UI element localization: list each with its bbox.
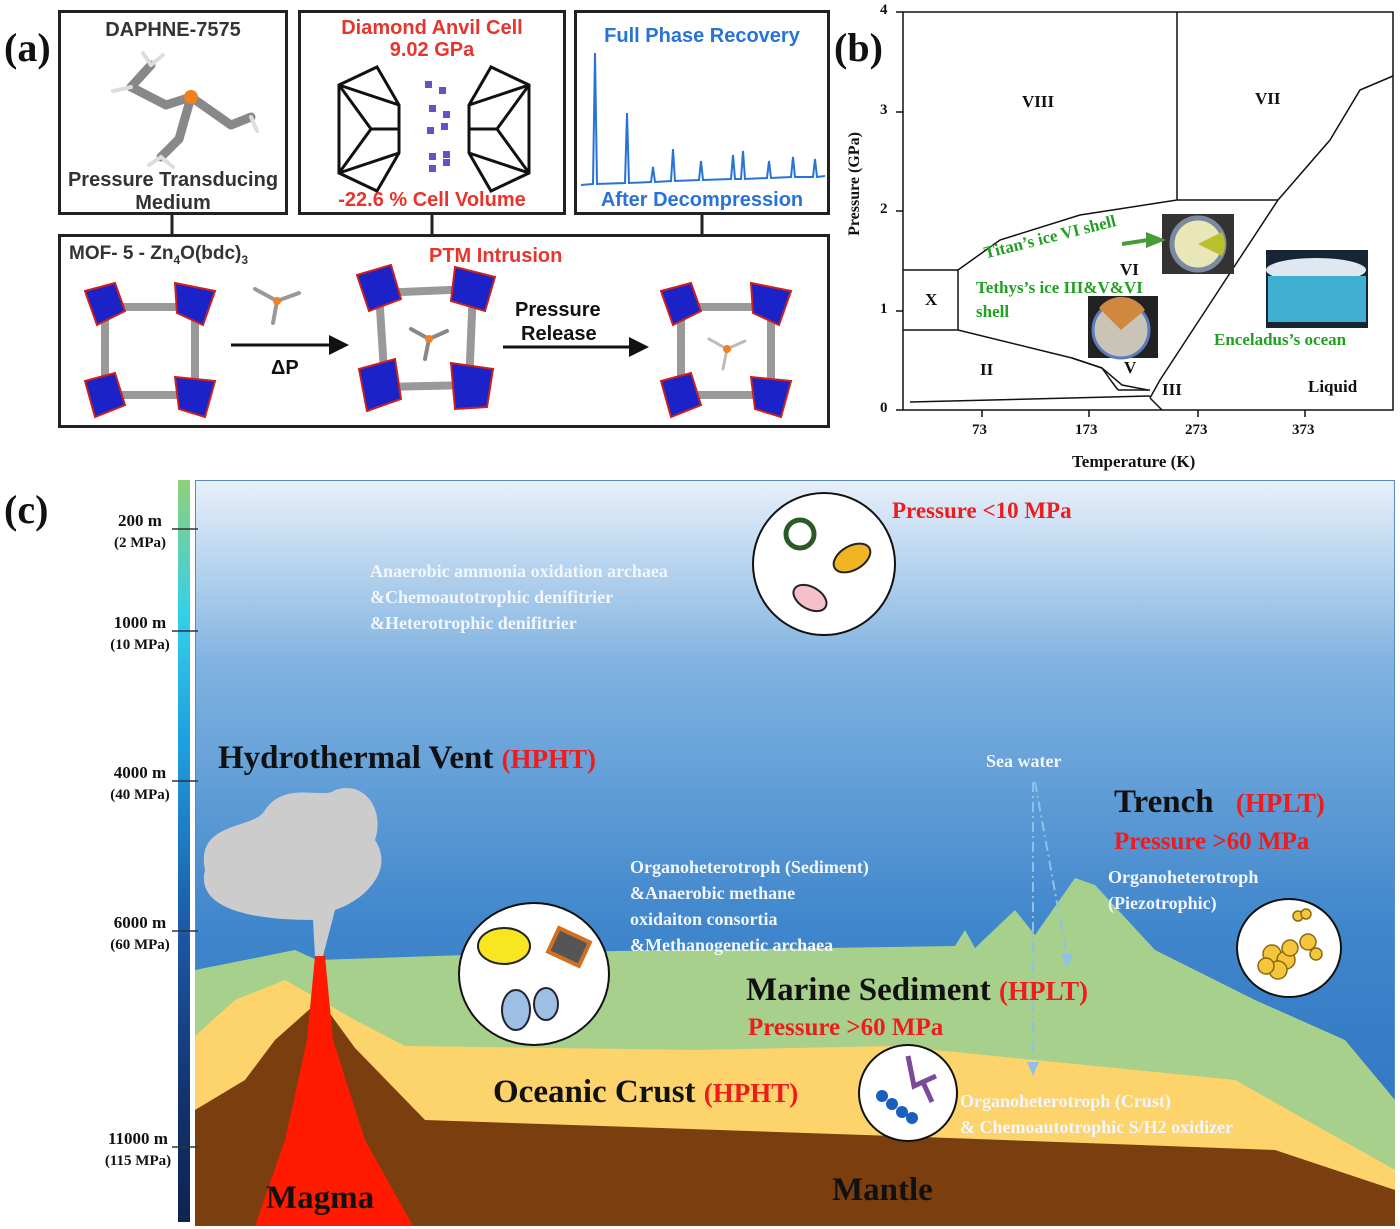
microbe-bubble-sediment — [458, 902, 610, 1046]
surface-microbe-3: &Heterotrophic denifitrier — [370, 613, 577, 633]
phase-x: X — [925, 290, 938, 309]
magma-label: Magma — [266, 1180, 375, 1216]
pressure-arrow — [231, 335, 349, 355]
diffraction-pattern — [581, 52, 825, 186]
oceanic-crust-title: Oceanic Crust (HPHT) — [493, 1074, 799, 1110]
y-tick-0: 0 — [880, 400, 888, 416]
microbe-bubble-surface — [752, 492, 896, 636]
crust-microbe-1: Organoheterotroph (Crust) — [960, 1091, 1171, 1111]
depth-tick-lines — [172, 528, 198, 1148]
dac-title-line2: 9.02 GPa — [389, 39, 475, 61]
surface-microbe-1: Anaerobic ammonia oxidation archaea — [370, 561, 668, 581]
pressure-release-label-line2: Release — [521, 323, 597, 345]
sediment-microbe-3: oxidaiton consortia — [630, 909, 778, 929]
phase-vi: VI — [1120, 260, 1139, 279]
ptm-intrusion-label: PTM Intrusion — [429, 245, 563, 267]
trench-microbe-1: Organoheterotroph — [1108, 867, 1259, 887]
phase-recovery-caption: After Decompression — [600, 189, 804, 211]
phase-recovery-title: Full Phase Recovery — [604, 25, 800, 47]
y-tick-2: 2 — [880, 201, 888, 217]
y-tick-1: 1 — [880, 301, 888, 317]
delta-p-label: ΔP — [271, 357, 299, 379]
x-tick-73: 73 — [972, 422, 987, 438]
mof-formula: MOF- 5 - Zn4O(bdc)3 — [69, 243, 249, 267]
diamond-anvil-box: Diamond Anvil Cell 9.02 GPa -22.6 % Cell… — [298, 10, 566, 215]
mof-framework-intruded — [355, 263, 497, 413]
crust-microbe-2: & Chemoautotrophic S/H2 oxidizer — [960, 1117, 1234, 1137]
panel-a-label: (a) — [4, 25, 51, 70]
microbe-bubble-trench — [1236, 898, 1342, 998]
mof-framework-empty — [83, 281, 217, 419]
phase-recovery-box: Full Phase Recovery After Decompression — [574, 10, 830, 215]
phase-viii: VIII — [1022, 92, 1055, 111]
mantle-layer — [195, 1000, 1395, 1226]
surface-pressure: Pressure <10 MPa — [892, 498, 1072, 523]
x-tick-173: 173 — [1075, 422, 1098, 438]
phase-iii: III — [1162, 380, 1182, 399]
phase-v: V — [1124, 358, 1137, 377]
marine-sediment-title: Marine Sediment (HPLT) — [746, 972, 1088, 1008]
mantle-label: Mantle — [832, 1172, 933, 1208]
ptm-molecule-small — [253, 287, 301, 325]
tethys-annotation-line2: shell — [976, 302, 1010, 321]
depth-11000: 11000 m(115 MPa) — [104, 1129, 172, 1169]
release-arrow — [503, 337, 649, 357]
trench-microbe-2: (Piezotrophic) — [1108, 893, 1217, 913]
magma-plume — [255, 956, 413, 1226]
phase-liquid: Liquid — [1308, 377, 1358, 396]
sediment-microbe-2: &Anaerobic methane — [630, 883, 796, 903]
trench-pressure: Pressure >60 MPa — [1114, 828, 1310, 855]
daphne-molecule-image — [111, 51, 259, 169]
vent-smoke — [203, 788, 382, 956]
mof-framework-recovered — [659, 281, 793, 419]
mof-box: MOF- 5 - Zn4O(bdc)3 PTM Intrusion ΔP Pre… — [58, 234, 830, 428]
daphne-caption-line1: Pressure Transducing — [67, 169, 279, 191]
surface-microbe-2: &Chemoautotrophic denifitrier — [370, 587, 614, 607]
sediment-pressure: Pressure >60 MPa — [748, 1014, 944, 1041]
x-tick-273: 273 — [1185, 422, 1208, 438]
phase-ii: II — [980, 360, 994, 379]
hydrothermal-vent-title: Hydrothermal Vent (HPHT) — [218, 740, 597, 776]
microbe-bubble-crust — [858, 1044, 958, 1142]
depth-6000: 6000 m(60 MPa) — [110, 913, 170, 953]
phase-vii: VII — [1255, 89, 1281, 108]
depth-200: 200 m(2 MPa) — [113, 511, 167, 551]
daphne-title: DAPHNE-7575 — [105, 19, 241, 41]
panel-c-label: (c) — [4, 487, 49, 532]
dac-caption: -22.6 % Cell Volume — [338, 189, 526, 211]
sediment-microbe-1: Organoheterotroph (Sediment) — [630, 857, 869, 877]
ice-phase-diagram — [896, 11, 1394, 417]
y-tick-3: 3 — [880, 102, 888, 118]
daphne-caption-line2: Medium — [135, 192, 211, 214]
daphne-box: DAPHNE-7575 Pressure Transducing Medium — [58, 10, 288, 215]
sediment-microbe-4: &Methanogenetic archaea — [630, 935, 834, 955]
sea-water-label: Sea water — [986, 751, 1062, 771]
depth-4000: 4000 m(40 MPa) — [110, 763, 170, 803]
phase-axis-ylabel: Pressure (GPa) — [846, 132, 863, 236]
depth-gradient-bar — [178, 480, 190, 1222]
depth-1000: 1000 m(10 MPa) — [110, 613, 170, 653]
trench-title: Trench (HPLT) — [1114, 784, 1325, 820]
phase-axis-xlabel: Temperature (K) — [1072, 452, 1196, 471]
y-tick-4: 4 — [880, 2, 888, 18]
tethys-annotation-line1: Tethys’s ice III&V&VI — [976, 278, 1143, 297]
diamond-anvil-drawing — [337, 65, 531, 193]
pressure-release-label-line1: Pressure — [515, 299, 601, 321]
panel-a-connectors — [170, 215, 704, 236]
enceladus-annotation: Enceladus’s ocean — [1214, 330, 1347, 349]
dac-title-line1: Diamond Anvil Cell — [341, 17, 523, 39]
panel-b-label: (b) — [834, 25, 883, 70]
x-tick-373: 373 — [1292, 422, 1315, 438]
